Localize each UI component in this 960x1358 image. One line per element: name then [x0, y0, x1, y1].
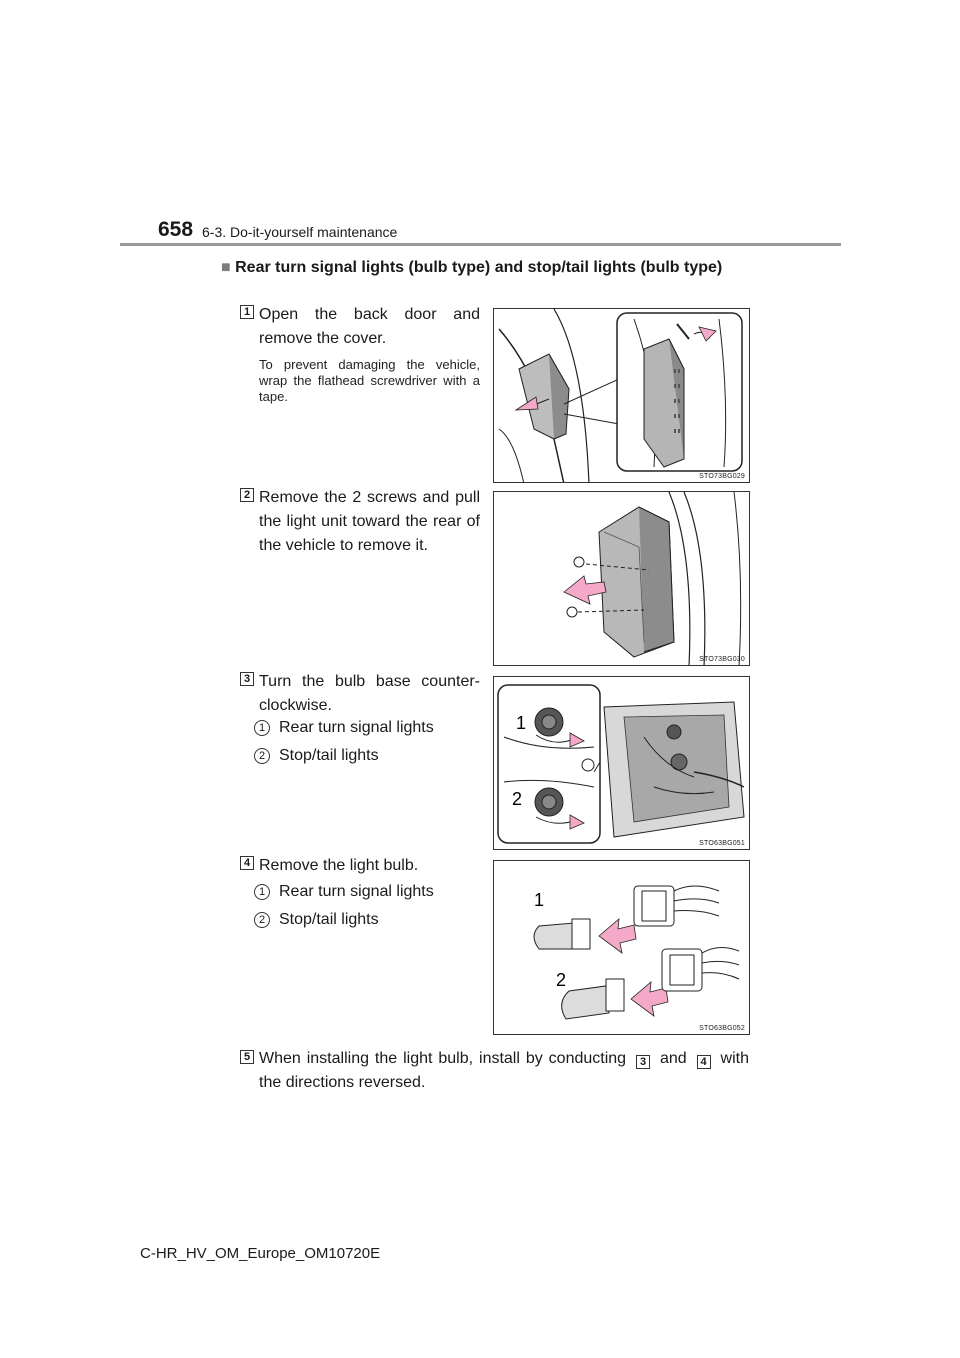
step-5-text-after: with the directions reversed.	[259, 1050, 749, 1091]
step-5-ref-b: 4	[696, 1055, 711, 1069]
svg-text:1: 1	[516, 713, 526, 733]
figure-step-2: STO73BG030	[493, 491, 750, 666]
figure-step-1: STO73BG029	[493, 308, 750, 483]
step-3-callout-2: 2	[254, 748, 270, 764]
svg-text:2: 2	[556, 970, 566, 990]
step-4-label-2: Stop/tail lights	[279, 911, 379, 928]
step-3-label-1: Rear turn signal lights	[279, 719, 434, 736]
step-4-text: Remove the light bulb.	[259, 857, 419, 874]
step-4-callout-1: 1	[254, 884, 270, 900]
figure-step-4: 1 2 STO63BG052	[493, 860, 750, 1035]
step-5-text-before: When installing the light bulb, install …	[259, 1050, 627, 1067]
section-title: 6-3. Do-it-yourself maintenance	[202, 224, 398, 240]
svg-text:2: 2	[512, 789, 522, 809]
heading-bullet: ■	[221, 259, 231, 276]
figure-step-3: 1 2 STO63BG051	[493, 676, 750, 850]
step-4-callout-2: 2	[254, 912, 270, 928]
document-code: C-HR_HV_OM_Europe_OM10720E	[140, 1245, 381, 1262]
step-number-4: 4	[240, 856, 254, 870]
step-number-1: 1	[240, 305, 254, 319]
step-3-text: Turn the bulb base counter-clockwise.	[259, 673, 480, 714]
step-3-callout-1: 1	[254, 720, 270, 736]
figure-step-2-illustration	[563, 492, 742, 665]
step-1-text: Open the back door and remove the cover.	[259, 306, 480, 347]
step-4-label-1: Rear turn signal lights	[279, 883, 434, 900]
figure-step-4-illustration: 1 2	[533, 885, 740, 1020]
step-3-label-2: Stop/tail lights	[279, 747, 379, 764]
step-1-note: To prevent damaging the vehicle, wrap th…	[259, 357, 480, 404]
figure-step-2-code: STO73BG030	[699, 656, 745, 663]
figure-step-4-code: STO63BG052	[699, 1025, 745, 1032]
step-5-text: When installing the light bulb, install …	[259, 1047, 749, 1095]
figure-step-3-illustration: 1 2	[497, 684, 745, 844]
page-number: 658	[158, 218, 194, 241]
step-number-3: 3	[240, 672, 254, 686]
step-5-text-mid: and	[659, 1050, 687, 1067]
figure-step-1-illustration	[498, 309, 743, 482]
header-rule	[120, 243, 841, 246]
svg-text:1: 1	[534, 890, 544, 910]
step-number-2: 2	[240, 488, 254, 502]
figure-step-3-code: STO63BG051	[699, 840, 745, 847]
step-number-5: 5	[240, 1050, 254, 1064]
step-2-text: Remove the 2 screws and pull the light u…	[259, 489, 480, 554]
figure-step-1-code: STO73BG029	[699, 473, 745, 480]
heading-text: Rear turn signal lights (bulb type) and …	[235, 259, 723, 276]
step-5-ref-a: 3	[636, 1055, 651, 1069]
heading: ■ Rear turn signal lights (bulb type) an…	[221, 257, 749, 279]
